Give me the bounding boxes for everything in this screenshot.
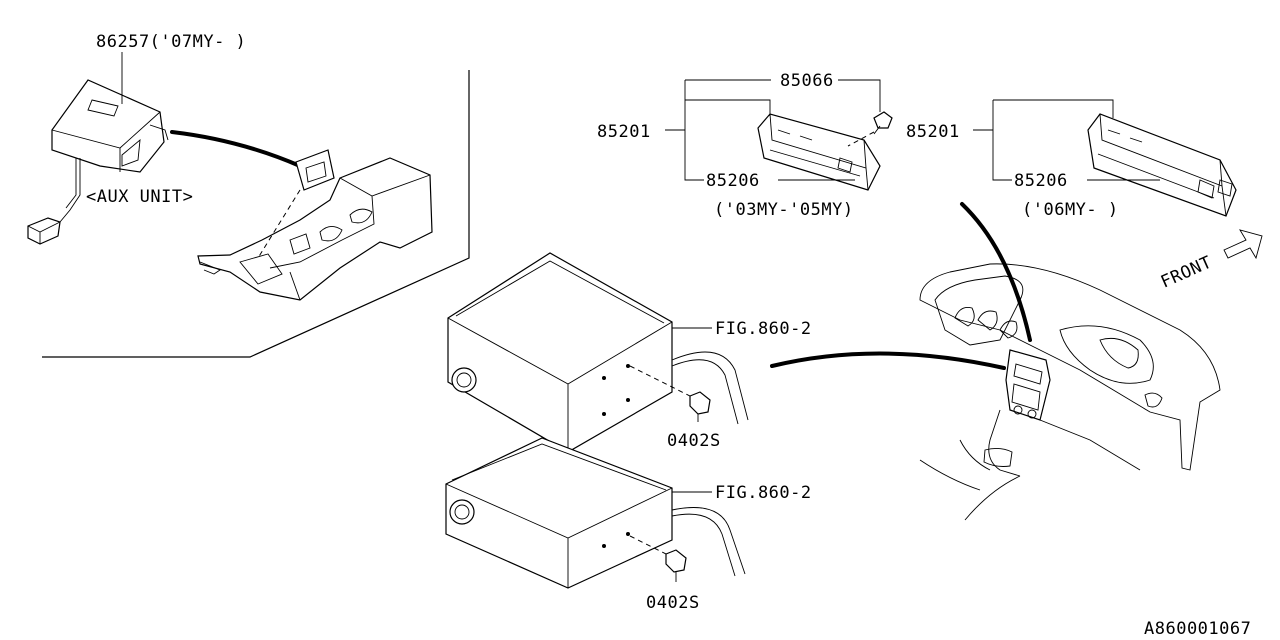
bracket-85066-drawing <box>873 111 893 135</box>
panel-b-model-range: ('06MY- ) <box>1022 200 1119 220</box>
units-to-dashboard-arrow <box>770 351 1006 370</box>
bracket-part-number: 85066 <box>780 71 834 91</box>
screw-upper-part-number: 0402S <box>667 431 721 451</box>
panel-a-model-range: ('03MY-'05MY) <box>714 200 854 220</box>
dashboard-drawing <box>919 263 1221 521</box>
head-unit-upper-drawing <box>447 252 749 453</box>
fig-upper-reference: FIG.860-2 <box>715 319 812 339</box>
screw-lower-drawing <box>665 549 687 582</box>
panel-a-sub-part-number: 85206 <box>706 171 760 191</box>
control-panel-a-drawing <box>757 113 881 191</box>
panel-a-part-number: 85201 <box>597 122 651 142</box>
head-unit-lower-drawing <box>445 437 746 589</box>
fig-lower-reference: FIG.860-2 <box>715 483 812 503</box>
control-panel-b-drawing <box>1087 113 1237 217</box>
panel-b-part-number: 85201 <box>906 122 960 142</box>
aux-unit-drawing <box>27 79 169 245</box>
screw-upper-drawing <box>689 391 711 422</box>
panel-to-dashboard-arrow <box>960 202 1032 342</box>
bracket-dashed-guide <box>847 131 875 147</box>
panel-b-sub-part-number: 85206 <box>1014 171 1068 191</box>
panel-a-leader-lines <box>665 79 881 181</box>
panel-b-leader-lines <box>973 99 1160 181</box>
diagram-id: A860001067 <box>1144 619 1251 639</box>
front-label: FRONT <box>1158 252 1215 292</box>
front-direction-indicator: FRONT <box>1158 229 1263 293</box>
aux-to-console-arrow <box>170 130 302 168</box>
screw-lower-guide <box>629 535 671 557</box>
screw-lower-part-number: 0402S <box>646 593 700 613</box>
screw-upper-guide <box>629 365 695 399</box>
aux-unit-label: <AUX UNIT> <box>86 187 193 207</box>
region-boundary-line <box>42 70 470 358</box>
aux-part-number: 86257('07MY- ) <box>96 32 246 52</box>
console-dashed-guide <box>257 189 301 259</box>
center-console-drawing <box>197 149 433 301</box>
